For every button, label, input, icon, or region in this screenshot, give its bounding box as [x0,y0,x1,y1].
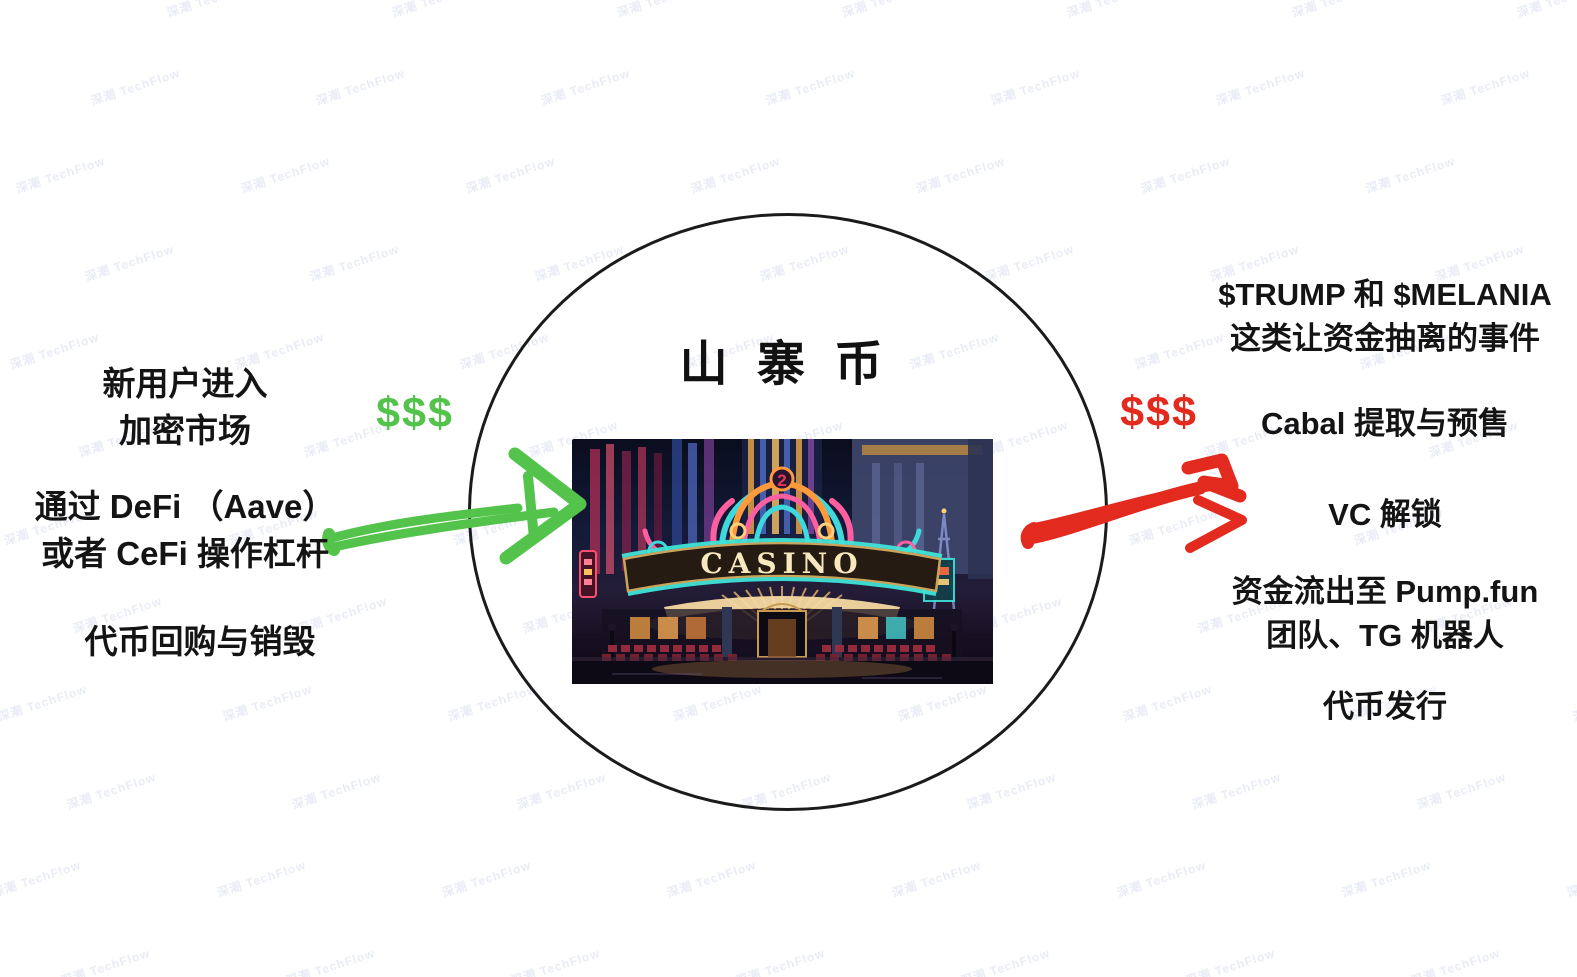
note-line: 代币发行 [1323,689,1447,724]
casino-art: 2 CASINO [572,439,993,684]
note-line: Cabal 提取与预售 [1260,406,1510,441]
note-line: 或者 CeFi 操作杠杆 [41,535,329,572]
note-token-issuance: 代币发行 [1175,685,1577,729]
note-line: 新用户进入 [102,365,268,402]
casino-sign-text: CASINO [700,547,863,580]
note-funds-outflow-pumpfun: 资金流出至 Pump.fun 团队、TG 机器人 [1175,570,1577,658]
note-line: 加密市场 [119,412,251,449]
inflow-money-label: $$$ [376,389,454,437]
note-token-buyback-burn: 代币回购与销毁 [20,618,380,665]
note-line: 通过 DeFi （Aave） [34,488,336,525]
note-trump-melania-events: $TRUMP 和 $MELANIA 这类让资金抽离的事件 [1175,273,1577,361]
outflow-arrow-icon [1020,453,1247,553]
chair-rows [608,645,935,652]
outflow-money-label: $$$ [1120,388,1198,436]
note-cabal-presale: Cabal 提取与预售 [1175,402,1577,446]
note-line: $TRUMP 和 $MELANIA [1218,277,1552,312]
note-vc-unlock: VC 解锁 [1175,493,1577,537]
note-line: 代币回购与销毁 [84,623,316,660]
note-line: 团队、TG 机器人 [1266,618,1504,653]
inflow-arrow-icon [322,447,587,565]
note-new-users: 新用户进入 加密市场 [20,360,350,454]
note-line: 这类让资金抽离的事件 [1230,321,1540,356]
marquee-number-text: 2 [777,471,786,490]
circle-title: 山 寨 币 [679,338,891,391]
storefront-windows [630,617,934,639]
note-defi-cefi-leverage: 通过 DeFi （Aave） 或者 CeFi 操作杠杆 [5,483,365,577]
note-line: 资金流出至 Pump.fun [1231,574,1539,609]
casino-image: 2 CASINO [572,439,993,684]
note-line: VC 解锁 [1328,497,1442,532]
